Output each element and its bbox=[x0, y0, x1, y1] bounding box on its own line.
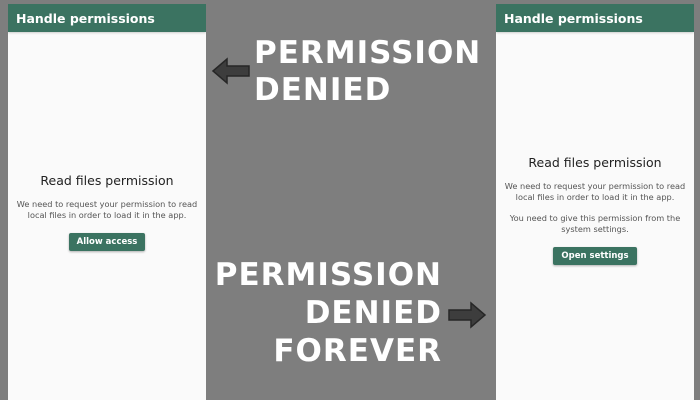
app-title: Handle permissions bbox=[504, 10, 643, 26]
caption-permission-denied: PERMISSION DENIED bbox=[254, 35, 481, 109]
caption-permission-denied-forever: PERMISSION DENIED FOREVER bbox=[215, 256, 442, 370]
app-bar: Handle permissions bbox=[8, 4, 206, 32]
caption-line: PERMISSION bbox=[214, 257, 442, 293]
settings-message: You need to give this permission from th… bbox=[509, 213, 681, 234]
caption-line: DENIED bbox=[304, 295, 442, 331]
open-settings-button[interactable]: Open settings bbox=[553, 247, 637, 265]
caption-line: FOREVER bbox=[273, 333, 442, 369]
permission-content: Read files permission We need to request… bbox=[496, 155, 694, 265]
phone-screen-permission-denied: Handle permissions Read files permission… bbox=[8, 4, 206, 400]
caption-line: PERMISSION bbox=[254, 35, 482, 71]
allow-access-button[interactable]: Allow access bbox=[68, 233, 146, 251]
caption-line: DENIED bbox=[254, 72, 392, 108]
arrow-right-icon bbox=[448, 301, 487, 329]
content-title: Read files permission bbox=[40, 173, 174, 188]
app-title: Handle permissions bbox=[16, 10, 155, 26]
content-title: Read files permission bbox=[528, 155, 662, 170]
app-bar: Handle permissions bbox=[496, 4, 694, 32]
phone-screen-permission-denied-forever: Handle permissions Read files permission… bbox=[496, 4, 694, 400]
permission-message: We need to request your permission to re… bbox=[16, 199, 198, 220]
permission-message: We need to request your permission to re… bbox=[504, 181, 686, 202]
permission-content: Read files permission We need to request… bbox=[8, 173, 206, 251]
arrow-left-icon bbox=[211, 57, 250, 85]
